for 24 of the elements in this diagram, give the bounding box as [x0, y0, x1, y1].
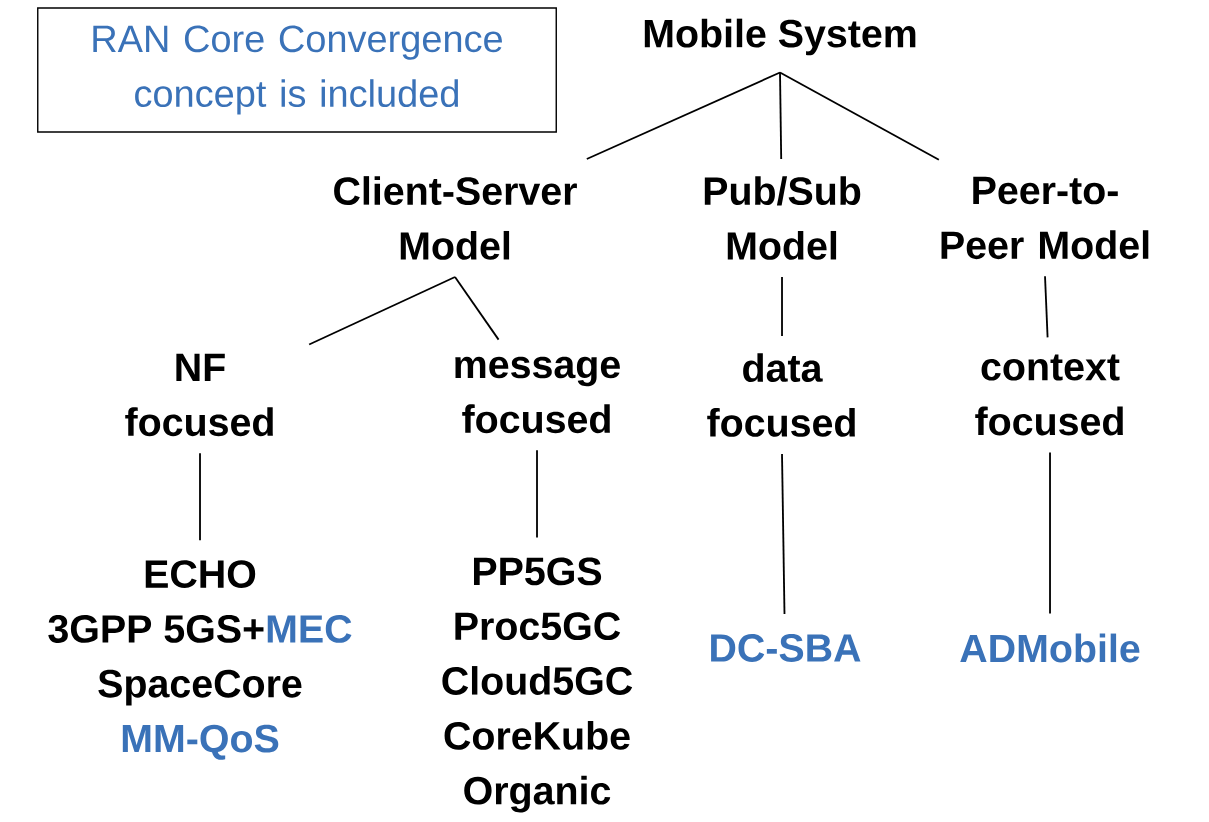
heading: Mobile System [644, 18, 916, 56]
system-label: DC-SBA [711, 634, 861, 662]
system-list: ECHO 3GPP 5GS+MEC SpaceCore MM-QoS [48, 560, 352, 760]
system-label: ADMobile [960, 633, 1140, 663]
category-label: NF focused [125, 353, 273, 437]
connector-line [781, 453, 786, 615]
connector-line [781, 276, 783, 337]
connector-line [1044, 275, 1049, 339]
connector-line [308, 276, 456, 346]
model-label: Peer-to-Peer Model [941, 176, 1149, 260]
connector-line [585, 71, 781, 160]
connector-line [1049, 451, 1051, 615]
connector-line [536, 449, 538, 539]
connector-line [779, 71, 940, 161]
model-label: Client-Server Model [334, 176, 577, 260]
category-label: context focused [975, 354, 1123, 436]
model-label: Pub/Sub Model [704, 176, 861, 260]
category-label: data focused [707, 353, 855, 437]
connector-line [779, 71, 783, 160]
connector-line [454, 276, 500, 341]
connector-line [199, 452, 201, 542]
system-list: PP5GS Proc5GC Cloud5GC CoreKube Organic [442, 557, 633, 813]
note-box: RAN Core Convergence concept is included [37, 7, 557, 133]
category-label: message focused [455, 356, 620, 434]
